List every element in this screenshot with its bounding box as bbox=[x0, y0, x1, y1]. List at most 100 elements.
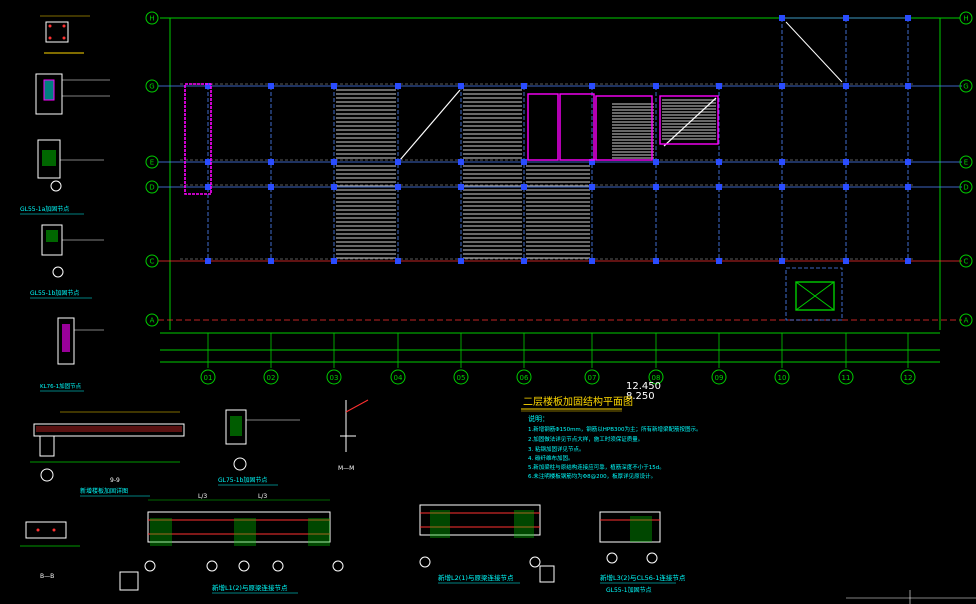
zone-wing bbox=[795, 281, 835, 311]
col-bubble-label-6: 07 bbox=[588, 374, 597, 382]
row-bubble-left-D bbox=[145, 180, 159, 194]
column-D-9 bbox=[779, 184, 785, 190]
diagonal-brace-2 bbox=[663, 97, 717, 147]
column-G-7 bbox=[653, 83, 659, 89]
row-bubble-right-label-H: H bbox=[963, 15, 968, 23]
column-G-10 bbox=[843, 83, 849, 89]
column-C-2 bbox=[331, 258, 337, 264]
zone-1 bbox=[527, 93, 559, 161]
mid-detail-title-2: GL75-1b加固节点 bbox=[218, 476, 267, 484]
column-H-2 bbox=[905, 15, 911, 21]
col-bubble-3 bbox=[390, 369, 406, 385]
notes-block: 说明： 1.新增钢筋Φ150mm，钢筋以HPB300为主；所有新增梁配筋按图示。… bbox=[528, 414, 702, 480]
row-bubble-right-label-D: D bbox=[963, 184, 968, 192]
column-E-9 bbox=[779, 159, 785, 165]
diagonal-wing bbox=[785, 21, 843, 83]
row-bubble-left-G bbox=[145, 79, 159, 93]
col-bubble-11 bbox=[900, 369, 916, 385]
column-G-2 bbox=[331, 83, 337, 89]
column-E-10 bbox=[843, 159, 849, 165]
row-bubble-right-label-E: E bbox=[964, 159, 968, 167]
column-C-6 bbox=[589, 258, 595, 264]
section-mm-label: M—M bbox=[338, 465, 354, 472]
col-bubble-label-9: 10 bbox=[778, 374, 787, 382]
column-G-9 bbox=[779, 83, 785, 89]
column-E-8 bbox=[716, 159, 722, 165]
column-E-5 bbox=[521, 159, 527, 165]
column-G-5 bbox=[521, 83, 527, 89]
dimension-lines bbox=[160, 17, 960, 368]
left-detail-column: GL55-1a加固节点 GL55-1b加固节点 KL76-1加固节点 bbox=[20, 15, 110, 392]
row-bubble-right-G bbox=[959, 79, 973, 93]
column-G-4 bbox=[458, 83, 464, 89]
col-bubble-9 bbox=[774, 369, 790, 385]
plan-elev-top: 12.450 bbox=[626, 381, 661, 392]
row-bubble-right-label-G: G bbox=[963, 83, 968, 91]
zone-4 bbox=[659, 95, 719, 145]
beam1-span-a: L/3 bbox=[198, 493, 207, 500]
left-detail-title-4: KL76-1加固节点 bbox=[40, 382, 82, 390]
col-bubble-label-0: 01 bbox=[204, 374, 213, 382]
column-H-0 bbox=[779, 15, 785, 21]
column-C-4 bbox=[458, 258, 464, 264]
note-4: 4. 碳纤维布加固。 bbox=[528, 454, 574, 462]
row-bubble-left-label-H: H bbox=[149, 15, 154, 23]
note-1: 1.新增钢筋Φ150mm，钢筋以HPB300为主；所有新增梁配筋按图示。 bbox=[528, 425, 702, 433]
plan-title: 二层楼板加固结构平面图 bbox=[523, 395, 633, 408]
column-E-6 bbox=[589, 159, 595, 165]
column-D-0 bbox=[205, 184, 211, 190]
beam3-title: 新增L3(2)与CL56-1连接节点 bbox=[600, 573, 686, 582]
bottom-details: B—B L/3 L/3 新增L1(2)与原梁连接节点 新增L2(1)与原梁连接节… bbox=[20, 493, 686, 594]
col-bubble-label-2: 03 bbox=[330, 374, 339, 382]
col-bubble-label-7: 08 bbox=[652, 374, 661, 382]
row-bubble-left-label-D: D bbox=[149, 184, 154, 192]
row-bubble-left-E bbox=[145, 155, 159, 169]
col-bubble-label-10: 11 bbox=[842, 374, 851, 382]
column-E-3 bbox=[395, 159, 401, 165]
plan-elev-bottom: 8.250 bbox=[626, 391, 655, 402]
row-bubble-left-H bbox=[145, 11, 159, 25]
column-D-3 bbox=[395, 184, 401, 190]
column-C-3 bbox=[395, 258, 401, 264]
zone-2 bbox=[559, 93, 595, 161]
strengthening-zones bbox=[184, 83, 835, 311]
column-E-4 bbox=[458, 159, 464, 165]
column-D-6 bbox=[589, 184, 595, 190]
column-D-5 bbox=[521, 184, 527, 190]
col-bubble-label-8: 09 bbox=[715, 374, 724, 382]
mid-detail-mark: 9-9 bbox=[110, 477, 120, 484]
column-E-11 bbox=[905, 159, 911, 165]
beam3-subtitle: GL55-1加固节点 bbox=[606, 586, 652, 594]
zone-3 bbox=[595, 95, 653, 161]
stair-hatches bbox=[336, 89, 716, 259]
column-C-7 bbox=[653, 258, 659, 264]
row-bubble-left-A bbox=[145, 313, 159, 327]
col-bubble-label-3: 04 bbox=[394, 374, 403, 382]
column-D-11 bbox=[905, 184, 911, 190]
row-bubble-left-label-C: C bbox=[150, 258, 155, 266]
note-3: 3. 粘钢加固详见节点。 bbox=[528, 445, 585, 453]
column-C-11 bbox=[905, 258, 911, 264]
mid-detail-title-1: 新增楼板加固详图 bbox=[80, 487, 128, 495]
column-G-11 bbox=[905, 83, 911, 89]
col-bubble-label-11: 12 bbox=[904, 374, 913, 382]
column-C-1 bbox=[268, 258, 274, 264]
col-bubble-0 bbox=[200, 369, 216, 385]
row-bubble-left-label-G: G bbox=[149, 83, 154, 91]
col-bubble-label-1: 02 bbox=[267, 374, 276, 382]
grid-lines bbox=[158, 17, 962, 321]
column-E-0 bbox=[205, 159, 211, 165]
column-E-1 bbox=[268, 159, 274, 165]
zone-wing-x2 bbox=[795, 281, 835, 311]
column-C-10 bbox=[843, 258, 849, 264]
column-G-6 bbox=[589, 83, 595, 89]
wing-bottom bbox=[785, 267, 843, 321]
col-bubble-label-5: 06 bbox=[520, 374, 529, 382]
column-G-8 bbox=[716, 83, 722, 89]
middle-details: 9-9 新增楼板加固详图 GL75-1b加固节点 M—M bbox=[30, 399, 369, 497]
beam1-title: 新增L1(2)与原梁连接节点 bbox=[212, 583, 288, 592]
beam1-span-b: L/3 bbox=[258, 493, 267, 500]
